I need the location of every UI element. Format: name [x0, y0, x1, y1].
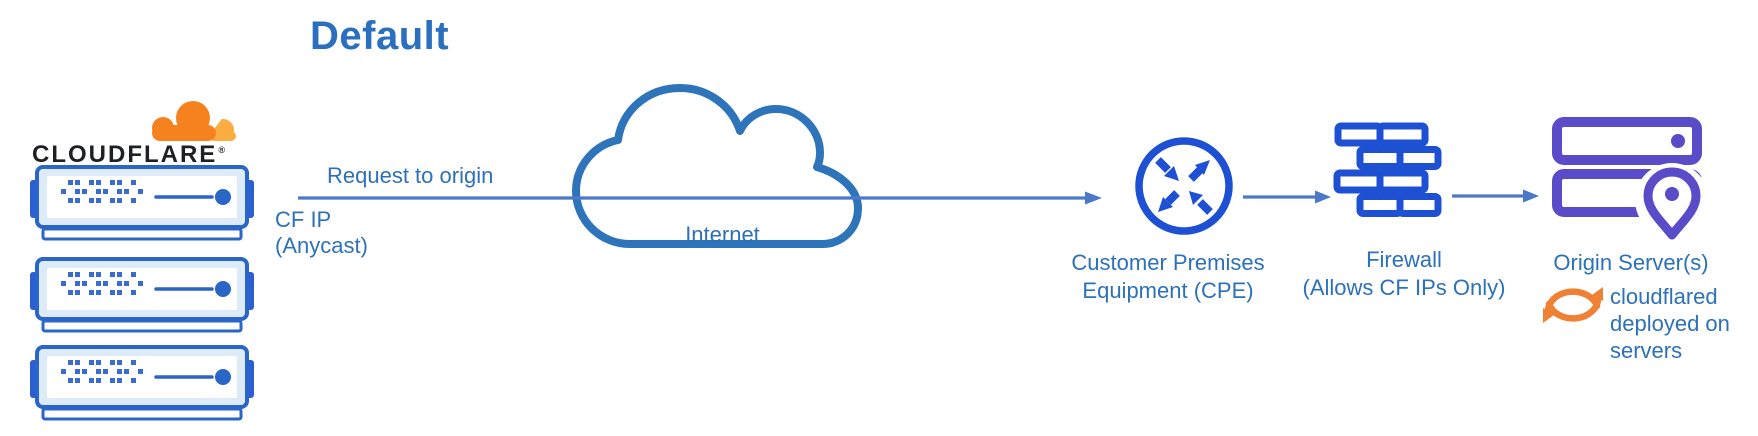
server-rack-icon [30, 345, 254, 421]
internet-label: Internet [685, 222, 760, 247]
logo-cloud-dark [152, 101, 216, 141]
firewall-label-line1: Firewall [1366, 247, 1442, 272]
cloud-outline [572, 84, 862, 248]
cloudflare-cloud-logo [152, 101, 236, 143]
cloudflare-wordmark-text: CLOUDFLARE [32, 141, 218, 168]
server-face [47, 176, 237, 218]
firewall-label: Firewall (Allows CF IPs Only) [1294, 246, 1514, 302]
router-circle [1135, 137, 1233, 235]
request-to-origin-label: Request to origin [327, 163, 494, 188]
cpe-label: Customer Premises Equipment (CPE) [1048, 249, 1288, 305]
registered-mark: ® [218, 145, 227, 155]
location-pin [1643, 167, 1701, 240]
origin-server-top [1552, 117, 1702, 165]
origin-servers-label: Origin Server(s) [1553, 250, 1709, 275]
page-title: Default [310, 14, 450, 58]
router-arrows [1155, 157, 1213, 215]
brick-wall-icon [1333, 122, 1442, 217]
internet-cloud-icon [572, 84, 862, 248]
cloudflare-wordmark: CLOUDFLARE® [32, 141, 227, 169]
firewall-label-line2: (Allows CF IPs Only) [1302, 275, 1506, 300]
server-tray [41, 227, 243, 241]
sync-arrows-icon [1543, 287, 1603, 323]
server-rack-icon [30, 165, 254, 241]
server-rack-icon [30, 257, 254, 333]
cloudflared-note: cloudflared deployed on servers [1610, 284, 1730, 363]
origin-servers-pin-icon [1552, 117, 1708, 240]
cpe-label-line2: Equipment (CPE) [1082, 278, 1254, 303]
location-pin-dot [1665, 187, 1679, 201]
firewall-to-origin-arrow [1452, 189, 1539, 203]
origin-server-led [1671, 134, 1685, 148]
cf-ip-anycast-label: CF IP (Anycast) [275, 207, 368, 258]
router-arrows-icon [1135, 137, 1233, 235]
firewall-bricks [1333, 122, 1442, 217]
sync-arrowheads [1543, 287, 1603, 323]
server-led [215, 189, 231, 205]
sync-arcs [1544, 288, 1602, 322]
server-dots [61, 180, 143, 203]
cpe-to-firewall-arrow [1243, 190, 1331, 204]
cpe-label-line1: Customer Premises [1071, 250, 1265, 275]
